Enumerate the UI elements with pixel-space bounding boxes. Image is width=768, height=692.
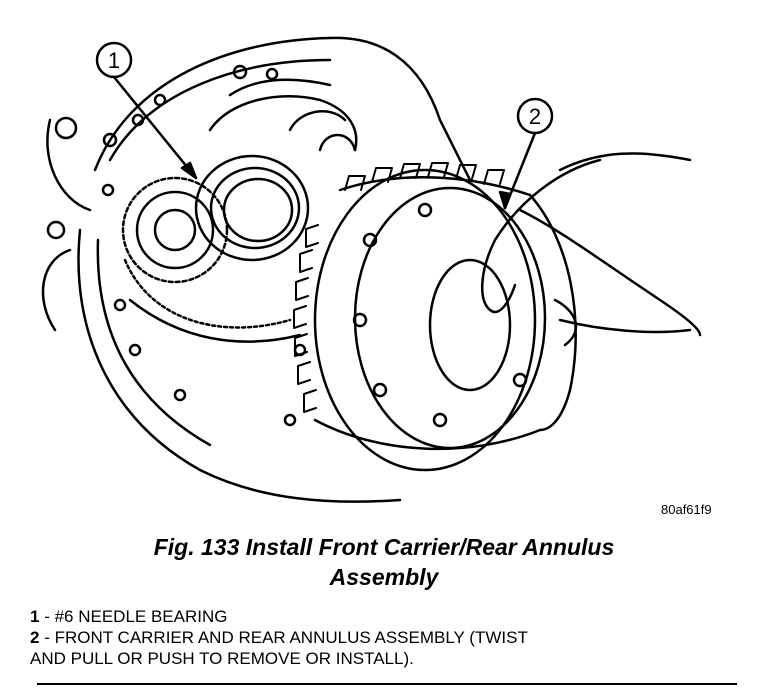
- caption-line-2: Assembly: [329, 564, 439, 590]
- right-hand: [480, 152, 702, 347]
- needle-bearing: [194, 154, 310, 262]
- callout-2-label: 2: [529, 104, 541, 129]
- gear-teeth: [293, 162, 505, 413]
- left-hand: [208, 78, 358, 152]
- bottom-rule: [37, 683, 737, 685]
- image-code: 80af61f9: [661, 502, 712, 517]
- legend-item: 2 - FRONT CARRIER AND REAR ANNULUS ASSEM…: [30, 628, 528, 668]
- transmission-case: [41, 36, 472, 503]
- transmission-illustration: 1 2: [41, 36, 702, 503]
- figure-caption: Fig. 133 Install Front Carrier/Rear Annu…: [0, 532, 768, 592]
- legend: 1 - #6 NEEDLE BEARING 2 - FRONT CARRIER …: [30, 606, 750, 669]
- callout-1-label: 1: [108, 48, 120, 73]
- callout-2: [498, 97, 554, 210]
- callout-1: [95, 41, 198, 180]
- legend-item: 1 - #6 NEEDLE BEARING: [30, 607, 228, 626]
- carrier-annulus-assembly: [313, 168, 577, 472]
- caption-line-1: Fig. 133 Install Front Carrier/Rear Annu…: [153, 534, 615, 560]
- sun-gear: [121, 176, 302, 343]
